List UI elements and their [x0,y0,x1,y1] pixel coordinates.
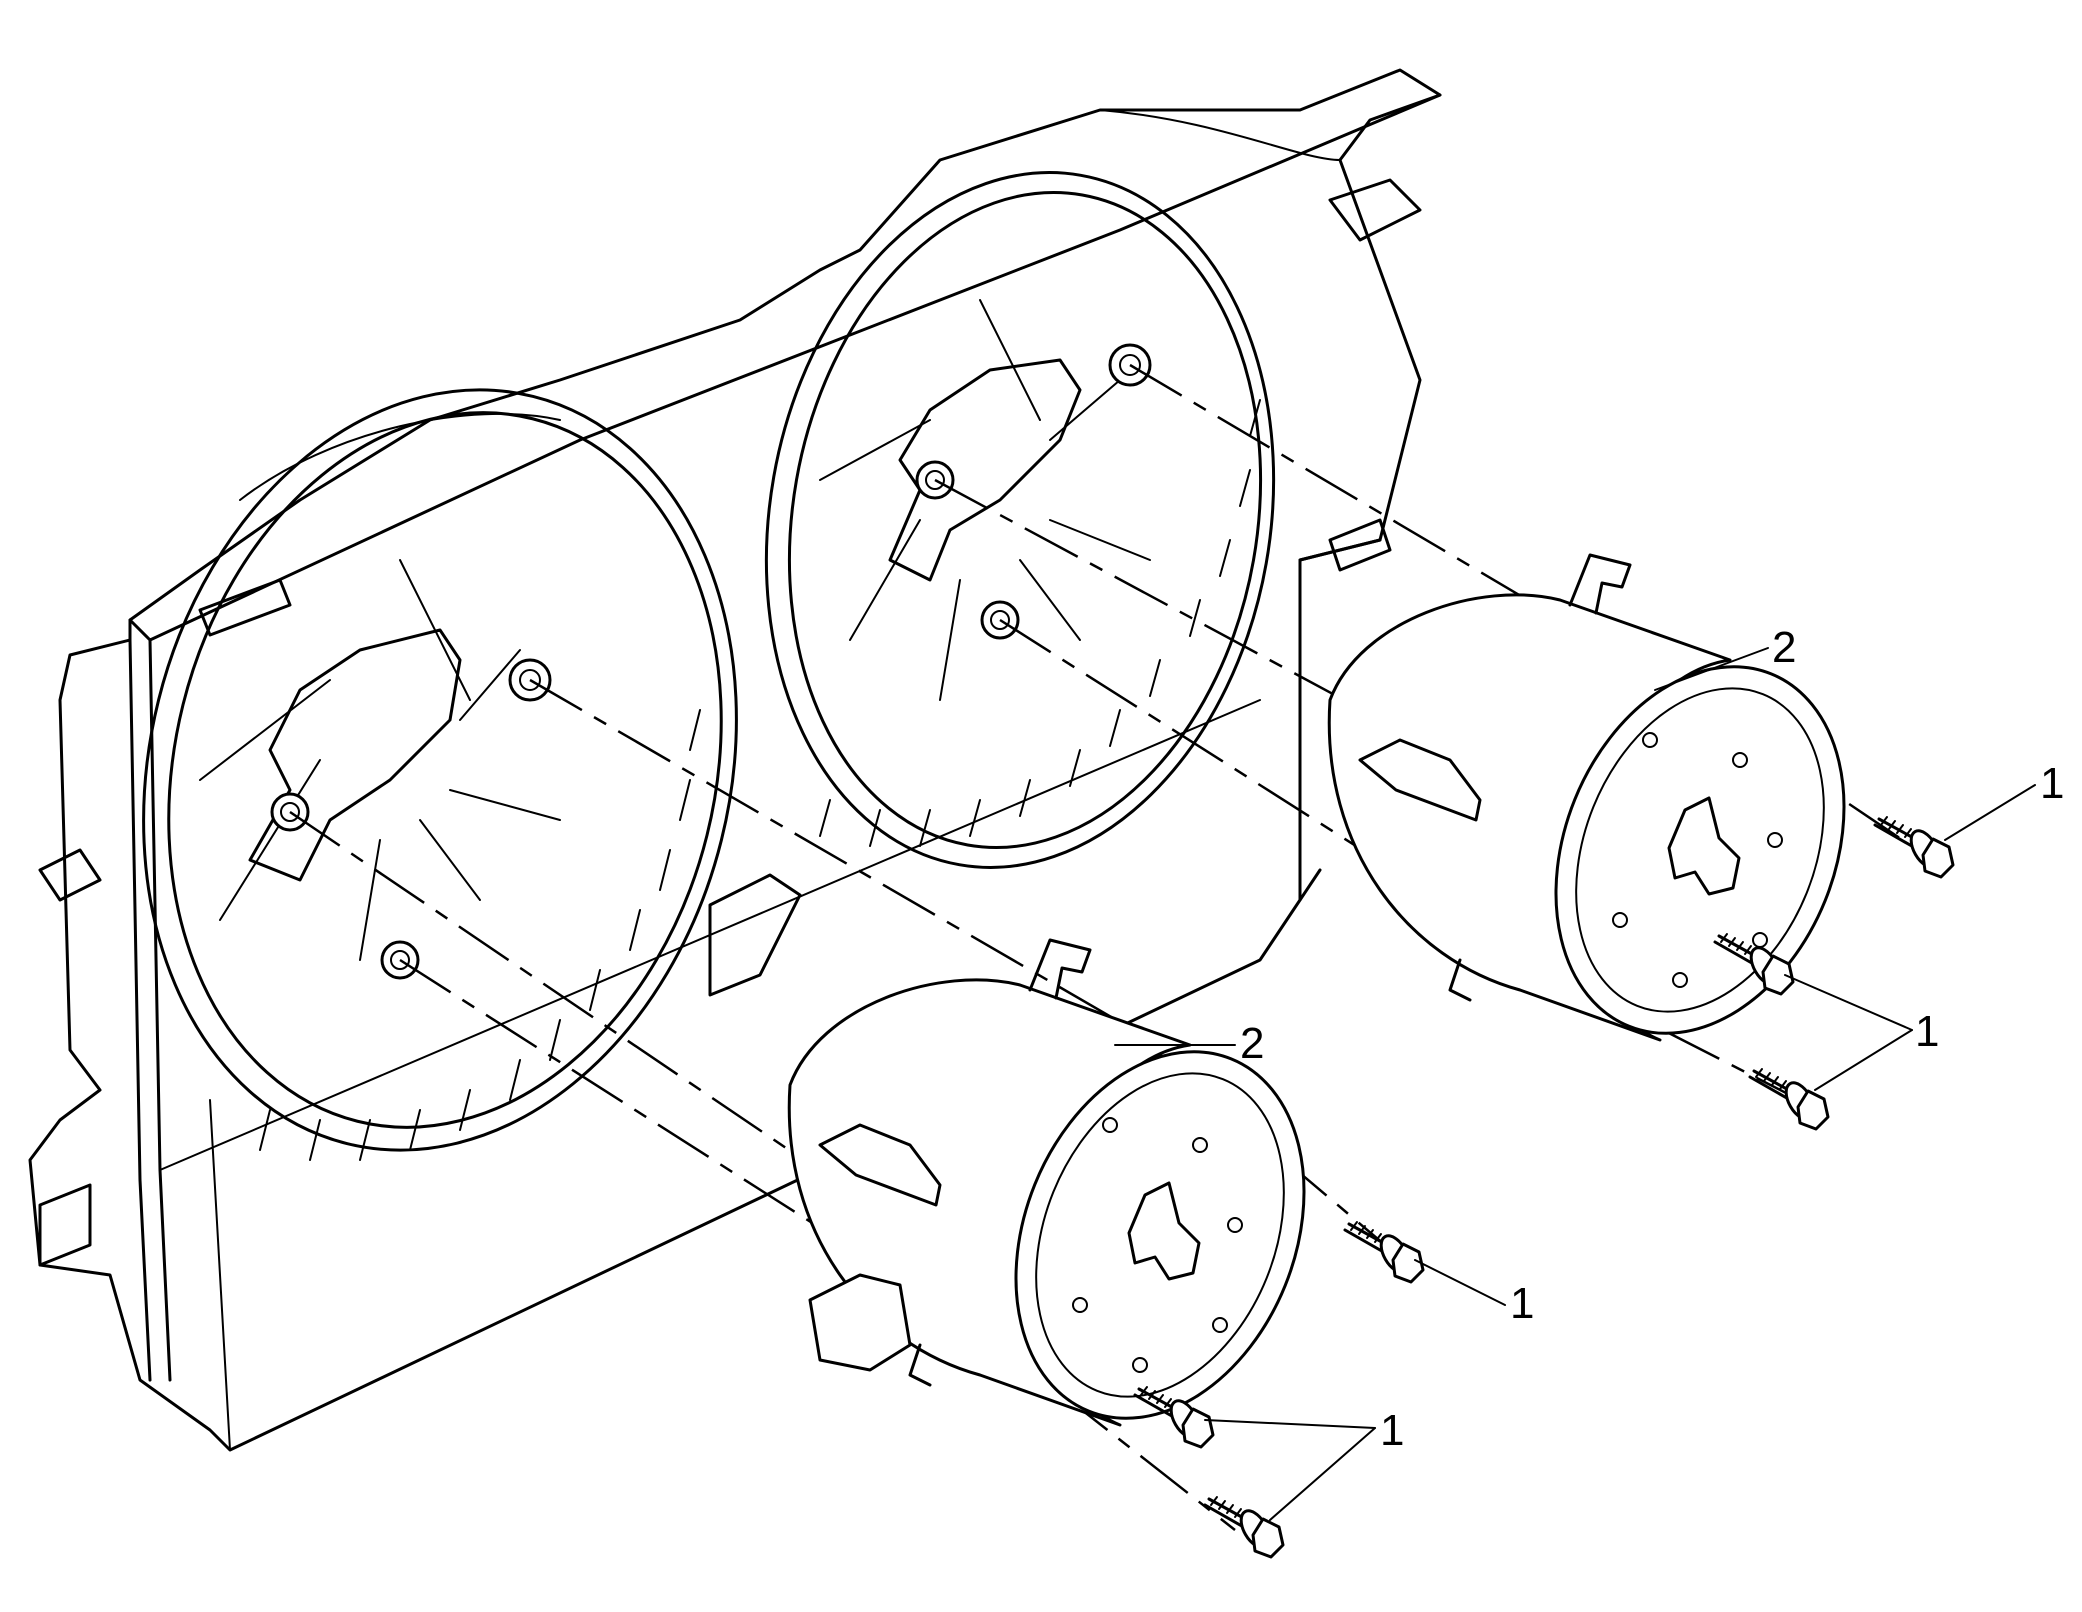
callout-leaders [1114,647,2036,1521]
bolt-icon [1873,815,1955,879]
bolt-icon [1203,1495,1285,1559]
callout-1-lower-pair: 1 [1380,1406,1404,1455]
callout-2-upper: 2 [1772,623,1796,672]
bolt-icon [1343,1220,1425,1284]
callout-1-lower: 1 [1510,1279,1534,1328]
bolt-icon [1748,1067,1830,1131]
cooling-fan-motor-right [1327,553,1898,1079]
callout-2-lower: 2 [1240,1019,1264,1068]
callout-1-right-pair: 1 [1915,1007,1939,1056]
callouts: 2 1 1 2 1 1 [1240,623,2064,1455]
callout-1-upper-right: 1 [2040,759,2064,808]
fan-shroud [28,68,1442,1452]
cooling-fan-motor-left [787,938,1358,1464]
shroud-louvers [259,399,1261,1161]
